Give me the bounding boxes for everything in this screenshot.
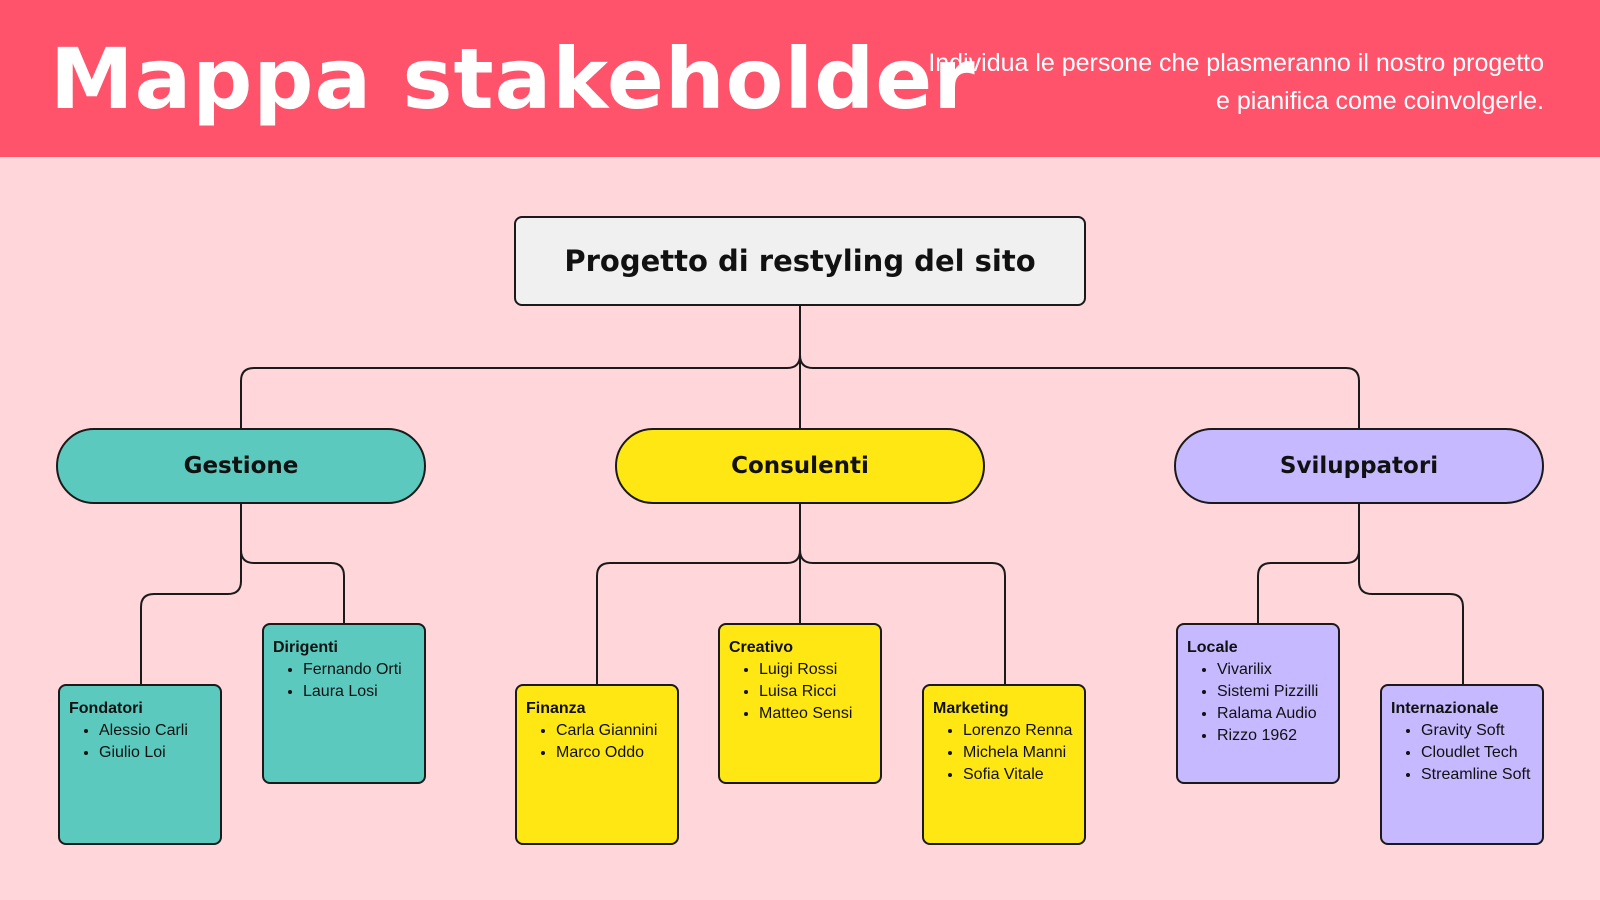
list-item: Michela Manni xyxy=(963,742,1084,764)
list-item: Luigi Rossi xyxy=(759,659,880,681)
list-item: Laura Losi xyxy=(303,681,424,703)
card-title: Internazionale xyxy=(1391,700,1499,717)
list-item: Rizzo 1962 xyxy=(1217,725,1338,747)
list-item: Gravity Soft xyxy=(1421,720,1542,742)
root-node: Progetto di restyling del sito xyxy=(514,216,1086,306)
page-title: Mappa stakeholder xyxy=(50,30,976,128)
list-item: Streamline Soft xyxy=(1421,764,1542,786)
group-sviluppatori: Sviluppatori xyxy=(1174,428,1544,504)
card-marketing: Marketing Lorenzo Renna Michela Manni So… xyxy=(922,684,1086,845)
list-item: Marco Oddo xyxy=(556,742,677,764)
card-fondatori: Fondatori Alessio Carli Giulio Loi xyxy=(58,684,222,845)
list-item: Carla Giannini xyxy=(556,720,677,742)
connector-gestione-dirigenti xyxy=(240,504,345,623)
list-item: Matteo Sensi xyxy=(759,703,880,725)
card-internazionale: Internazionale Gravity Soft Cloudlet Tec… xyxy=(1380,684,1544,845)
card-title: Locale xyxy=(1187,639,1238,656)
group-consulenti: Consulenti xyxy=(615,428,985,504)
connector-sviluppatori-internazionale xyxy=(1358,504,1464,684)
card-title: Fondatori xyxy=(69,700,143,717)
connector-consulenti-finanza xyxy=(596,504,801,684)
list-item: Sistemi Pizzilli xyxy=(1217,681,1338,703)
connector-consulenti-marketing xyxy=(799,504,1006,684)
connector-gestione-fondatori xyxy=(140,504,242,684)
list-item: Ralama Audio xyxy=(1217,703,1338,725)
header-banner: Mappa stakeholder Individua le persone c… xyxy=(0,0,1600,157)
card-list: Fernando Orti Laura Losi xyxy=(273,659,424,703)
list-item: Fernando Orti xyxy=(303,659,424,681)
list-item: Luisa Ricci xyxy=(759,681,880,703)
card-title: Finanza xyxy=(526,700,586,717)
card-dirigenti: Dirigenti Fernando Orti Laura Losi xyxy=(262,623,426,784)
card-finanza: Finanza Carla Giannini Marco Oddo xyxy=(515,684,679,845)
card-creativo: Creativo Luigi Rossi Luisa Ricci Matteo … xyxy=(718,623,882,784)
list-item: Alessio Carli xyxy=(99,720,220,742)
card-list: Lorenzo Renna Michela Manni Sofia Vitale xyxy=(933,720,1084,786)
list-item: Giulio Loi xyxy=(99,742,220,764)
card-list: Vivarilix Sistemi Pizzilli Ralama Audio … xyxy=(1187,659,1338,747)
card-title: Creativo xyxy=(729,639,794,656)
connector-root-sviluppatori xyxy=(799,306,1360,428)
card-title: Dirigenti xyxy=(273,639,338,656)
group-gestione: Gestione xyxy=(56,428,426,504)
card-title: Marketing xyxy=(933,700,1009,717)
list-item: Lorenzo Renna xyxy=(963,720,1084,742)
list-item: Vivarilix xyxy=(1217,659,1338,681)
page-subtitle: Individua le persone che plasmeranno il … xyxy=(928,49,1544,115)
connector-sviluppatori-locale xyxy=(1257,504,1360,623)
card-list: Carla Giannini Marco Oddo xyxy=(526,720,677,764)
list-item: Sofia Vitale xyxy=(963,764,1084,786)
list-item: Cloudlet Tech xyxy=(1421,742,1542,764)
connector-root-gestione xyxy=(240,306,801,428)
card-list: Alessio Carli Giulio Loi xyxy=(69,720,220,764)
card-list: Gravity Soft Cloudlet Tech Streamline So… xyxy=(1391,720,1542,786)
card-list: Luigi Rossi Luisa Ricci Matteo Sensi xyxy=(729,659,880,725)
card-locale: Locale Vivarilix Sistemi Pizzilli Ralama… xyxy=(1176,623,1340,784)
